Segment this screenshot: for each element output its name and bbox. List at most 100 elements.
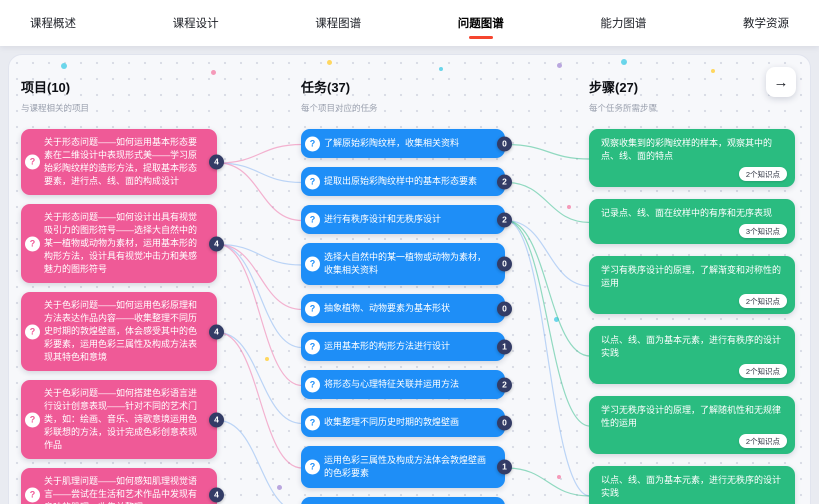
- step-card-text: 学习有秩序设计的原理，了解渐变和对称性的运用: [601, 265, 782, 288]
- step-count-badge: 0: [497, 415, 512, 430]
- nav-tab-4[interactable]: 能力图谱: [600, 18, 647, 30]
- step-card-text: 学习无秩序设计的原理，了解随机性和无规律性的运用: [601, 405, 782, 428]
- knowledge-points-badge: 3个知识点: [738, 224, 787, 238]
- projects-column-subtitle: 与课程相关的项目: [21, 103, 90, 113]
- knowledge-points-badge: 2个知识点: [738, 434, 787, 448]
- task-card[interactable]: ? 收集整理不同历史时期的敦煌壁画 0: [301, 408, 512, 437]
- decor-dot: [61, 63, 67, 69]
- task-card[interactable]: ? 抽象植物、动物要素为基本形状 0: [301, 294, 512, 323]
- task-card[interactable]: ? 将形态与心理特征关联并运用方法 2: [301, 370, 512, 399]
- decor-dot: [554, 317, 559, 322]
- task-card[interactable]: ? 运用基本形的构形方法进行设计 1: [301, 332, 512, 361]
- task-card[interactable]: ? 选择大自然中的某一植物或动物为素材，收集相关资料 0: [301, 243, 512, 285]
- scroll-right-button[interactable]: →: [766, 67, 796, 97]
- question-icon: ?: [25, 412, 40, 427]
- step-card[interactable]: 观察收集到的彩陶纹样的样本，观察其中的点、线、面的特点 2个知识点: [589, 129, 795, 187]
- decor-dot: [621, 59, 627, 65]
- task-card-text: 提取出原始彩陶纹样中的基本形态要素: [324, 176, 478, 186]
- question-icon: ?: [305, 174, 320, 189]
- question-icon: ?: [305, 256, 320, 272]
- decor-dot: [265, 357, 269, 361]
- steps-column: 步骤(27) 每个任务所需步骤 观察收集到的彩陶纹样的样本，观察其中的点、线、面…: [589, 77, 795, 504]
- step-list: 观察收集到的彩陶纹样的样本，观察其中的点、线、面的特点 2个知识点 记录点、线、…: [589, 129, 795, 504]
- question-icon: ?: [305, 377, 320, 392]
- nav-tab-1[interactable]: 课程设计: [172, 18, 219, 30]
- task-card-text: 进行有秩序设计和无秩序设计: [324, 214, 442, 224]
- project-card-text: 关于色彩问题——如何运用色彩原理和方法表达作品内容——收集整理不同历史时期的敦煌…: [44, 300, 198, 362]
- question-icon: ?: [25, 154, 40, 170]
- task-card-text: 选择大自然中的某一植物或动物为素材，收集相关资料: [324, 252, 487, 275]
- nav-tab-0[interactable]: 课程概述: [30, 18, 76, 30]
- task-card[interactable]: ? 运用色彩三属性及构成方法体会敦煌壁画的色彩要素 1: [301, 446, 512, 488]
- step-count-badge: 0: [497, 136, 512, 151]
- task-count-badge: 4: [209, 487, 224, 502]
- step-card-text: 记录点、线、面在纹样中的有序和无序表现: [601, 208, 773, 218]
- step-card[interactable]: 以点、线、面为基本元素，进行无秩序的设计实践 2个知识点: [589, 466, 795, 504]
- projects-column: 项目(10) 与课程相关的项目 ? 关于形态问题——如何运用基本形态要素在二维设…: [21, 77, 224, 504]
- step-count-badge: 1: [497, 459, 512, 475]
- task-list: ? 了解原始彩陶纹样，收集相关资料 0 ? 提取出原始彩陶纹样中的基本形态要素 …: [301, 129, 512, 504]
- project-card[interactable]: ? 关于色彩问题——如何搭建色彩语言进行设计创意表现——针对不同的艺术门类，如：…: [21, 380, 224, 459]
- decor-dot: [557, 63, 562, 68]
- knowledge-points-badge: 2个知识点: [738, 167, 787, 181]
- project-card-text: 关于肌理问题——如何感知肌理视觉语言——尝试在生活和艺术作品中发现有意味的肌理，…: [44, 476, 198, 504]
- step-card-text: 以点、线、面为基本元素，进行有秩序的设计实践: [601, 335, 782, 358]
- decor-dot: [327, 60, 332, 65]
- question-icon: ?: [305, 301, 320, 316]
- task-count-badge: 4: [209, 324, 224, 339]
- tasks-column-subtitle: 每个项目对应的任务: [301, 103, 378, 113]
- task-card[interactable]: ? 提取出原始彩陶纹样中的基本形态要素 2: [301, 167, 512, 196]
- project-card[interactable]: ? 关于色彩问题——如何运用色彩原理和方法表达作品内容——收集整理不同历史时期的…: [21, 292, 224, 371]
- top-nav: 课程概述 课程设计 课程图谱 问题图谱 能力图谱 教学资源: [0, 0, 819, 46]
- decor-dot: [711, 69, 715, 73]
- project-list: ? 关于形态问题——如何运用基本形态要素在二维设计中表现形式美——学习原始彩陶纹…: [21, 129, 224, 504]
- decor-dot: [557, 475, 561, 479]
- project-card[interactable]: ? 关于肌理问题——如何感知肌理视觉语言——尝试在生活和艺术作品中发现有意味的肌…: [21, 468, 224, 504]
- nav-tabs: 课程概述 课程设计 课程图谱 问题图谱 能力图谱 教学资源: [0, 9, 819, 37]
- question-icon: ?: [305, 136, 320, 151]
- step-card-text: 观察收集到的彩陶纹样的样本，观察其中的点、线、面的特点: [601, 138, 773, 161]
- tasks-column: 任务(37) 每个项目对应的任务 ? 了解原始彩陶纹样，收集相关资料 0 ? 提…: [301, 77, 512, 504]
- arrow-right-icon: →: [773, 73, 789, 91]
- task-card[interactable]: ? 了解原始彩陶纹样，收集相关资料 0: [301, 129, 512, 158]
- task-card-text: 收集整理不同历史时期的敦煌壁画: [324, 417, 460, 427]
- step-count-badge: 0: [497, 301, 512, 316]
- problem-graph-panel: → 项目(10) 与课程相关的项目 ? 关于形态问题——如何运用基本形态要素在二…: [8, 54, 811, 504]
- nav-tab-2[interactable]: 课程图谱: [315, 18, 362, 30]
- project-card-text: 关于形态问题——如何设计出具有视觉吸引力的图形符号——选择大自然中的某一植物或动…: [44, 212, 198, 274]
- project-card-text: 关于色彩问题——如何搭建色彩语言进行设计创意表现——针对不同的艺术门类，如：绘画…: [44, 388, 198, 450]
- step-count-badge: 0: [497, 256, 512, 272]
- step-card[interactable]: 以点、线、面为基本元素，进行有秩序的设计实践 2个知识点: [589, 326, 795, 384]
- step-card[interactable]: 学习有秩序设计的原理，了解渐变和对称性的运用 2个知识点: [589, 256, 795, 314]
- task-card[interactable]: ? 理解艺术门类的特点: [301, 497, 505, 504]
- task-card-text: 将形态与心理特征关联并运用方法: [324, 379, 460, 389]
- step-count-badge: 2: [497, 174, 512, 189]
- step-card-text: 以点、线、面为基本元素，进行无秩序的设计实践: [601, 475, 782, 498]
- task-card[interactable]: ? 进行有秩序设计和无秩序设计 2: [301, 205, 512, 234]
- question-icon: ?: [305, 415, 320, 430]
- project-card-text: 关于形态问题——如何运用基本形态要素在二维设计中表现形式美——学习原始彩陶纹样的…: [44, 137, 198, 186]
- projects-column-title: 项目(10): [21, 80, 71, 95]
- question-icon: ?: [25, 236, 40, 251]
- nav-tab-5[interactable]: 教学资源: [742, 18, 789, 30]
- project-card[interactable]: ? 关于形态问题——如何运用基本形态要素在二维设计中表现形式美——学习原始彩陶纹…: [21, 129, 224, 195]
- task-card-text: 抽象植物、动物要素为基本形状: [324, 303, 451, 313]
- decor-dot: [211, 70, 216, 75]
- task-count-badge: 4: [209, 154, 224, 170]
- question-icon: ?: [305, 212, 320, 227]
- project-card[interactable]: ? 关于形态问题——如何设计出具有视觉吸引力的图形符号——选择大自然中的某一植物…: [21, 204, 224, 283]
- decor-dot: [277, 485, 282, 490]
- tasks-column-title: 任务(37): [301, 80, 351, 95]
- step-count-badge: 2: [497, 377, 512, 392]
- steps-column-title: 步骤(27): [589, 80, 639, 95]
- knowledge-points-badge: 2个知识点: [738, 294, 787, 308]
- task-card-text: 运用基本形的构形方法进行设计: [324, 341, 451, 351]
- knowledge-points-badge: 2个知识点: [738, 364, 787, 378]
- step-card[interactable]: 学习无秩序设计的原理，了解随机性和无规律性的运用 2个知识点: [589, 396, 795, 454]
- task-count-badge: 4: [209, 412, 224, 427]
- question-icon: ?: [25, 324, 40, 339]
- task-card-text: 了解原始彩陶纹样，收集相关资料: [324, 138, 460, 148]
- step-count-badge: 2: [497, 212, 512, 227]
- nav-tab-3[interactable]: 问题图谱: [456, 9, 506, 37]
- step-card[interactable]: 记录点、线、面在纹样中的有序和无序表现 3个知识点: [589, 199, 795, 244]
